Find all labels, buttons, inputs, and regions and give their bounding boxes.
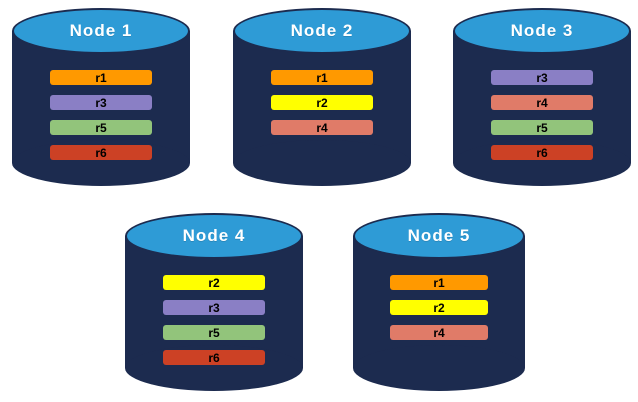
replica-bar[interactable]: r5 — [50, 120, 152, 135]
replica-label: r3 — [208, 300, 220, 315]
replica-label: r1 — [95, 70, 107, 85]
replica-list: r1 r2 r4 — [353, 275, 525, 340]
replica-bar[interactable]: r2 — [390, 300, 488, 315]
replica-label: r2 — [208, 275, 220, 290]
node-title: Node 2 — [290, 21, 354, 40]
replica-bar[interactable]: r1 — [390, 275, 488, 290]
replica-bar[interactable]: r4 — [491, 95, 593, 110]
replica-label: r4 — [316, 120, 328, 135]
replica-bar[interactable]: r3 — [163, 300, 265, 315]
replica-bar[interactable]: r1 — [271, 70, 373, 85]
replica-label: r3 — [536, 70, 548, 85]
cylinder-bottom-ellipse — [233, 140, 411, 186]
replica-label: r2 — [316, 95, 328, 110]
cylinder-top-ellipse: Node 2 — [233, 8, 411, 54]
node-title: Node 3 — [510, 21, 574, 40]
replica-bar[interactable]: r3 — [50, 95, 152, 110]
cylinder-top-ellipse: Node 1 — [12, 8, 190, 54]
node-title: Node 4 — [182, 226, 246, 245]
replica-label: r4 — [433, 325, 445, 340]
replica-label: r6 — [536, 145, 548, 160]
node-title: Node 5 — [407, 226, 471, 245]
cylinder-top-ellipse: Node 4 — [125, 213, 303, 259]
replica-list: r2 r3 r5 r6 — [125, 275, 303, 365]
replica-label: r6 — [95, 145, 107, 160]
cylinder-bottom-ellipse — [353, 345, 525, 391]
replica-bar[interactable]: r5 — [163, 325, 265, 340]
replica-bar[interactable]: r1 — [50, 70, 152, 85]
cylinder-top-ellipse: Node 3 — [453, 8, 631, 54]
replica-list: r1 r3 r5 r6 — [12, 70, 190, 160]
replica-label: r5 — [95, 120, 107, 135]
replica-list: r3 r4 r5 r6 — [453, 70, 631, 160]
replica-label: r4 — [536, 95, 548, 110]
replica-bar[interactable]: r4 — [271, 120, 373, 135]
cylinder-top-ellipse: Node 5 — [353, 213, 525, 259]
replica-bar[interactable]: r3 — [491, 70, 593, 85]
node-cylinder-3[interactable]: Node 3 r3 r4 r5 r6 — [453, 8, 631, 186]
node-title: Node 1 — [69, 21, 133, 40]
replica-bar[interactable]: r4 — [390, 325, 488, 340]
replica-bar[interactable]: r6 — [491, 145, 593, 160]
replica-bar[interactable]: r2 — [163, 275, 265, 290]
replica-label: r5 — [536, 120, 548, 135]
replica-label: r3 — [95, 95, 107, 110]
replica-list: r1 r2 r4 — [233, 70, 411, 135]
node-cylinder-4[interactable]: Node 4 r2 r3 r5 r6 — [125, 213, 303, 391]
node-cylinder-1[interactable]: Node 1 r1 r3 r5 r6 — [12, 8, 190, 186]
replica-bar[interactable]: r6 — [50, 145, 152, 160]
replica-label: r1 — [316, 70, 328, 85]
node-cylinder-2[interactable]: Node 2 r1 r2 r4 — [233, 8, 411, 186]
replica-label: r2 — [433, 300, 445, 315]
replica-label: r5 — [208, 325, 220, 340]
replica-bar[interactable]: r6 — [163, 350, 265, 365]
replica-bar[interactable]: r5 — [491, 120, 593, 135]
node-cylinder-5[interactable]: Node 5 r1 r2 r4 — [353, 213, 525, 391]
replica-label: r1 — [433, 275, 445, 290]
replica-label: r6 — [208, 350, 220, 365]
replica-bar[interactable]: r2 — [271, 95, 373, 110]
